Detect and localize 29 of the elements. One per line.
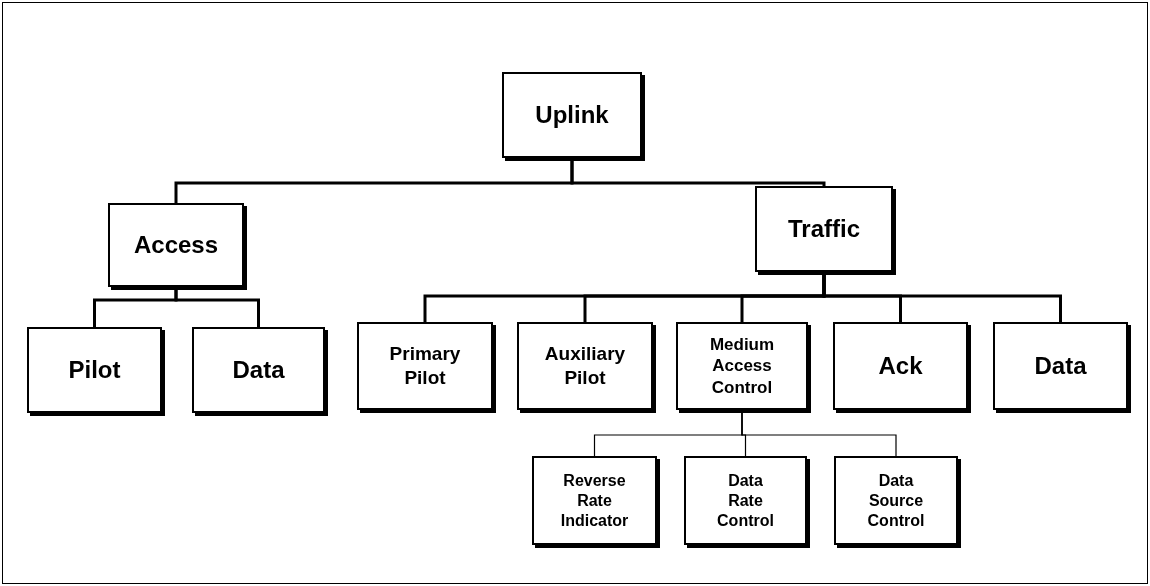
tree-box (833, 322, 968, 410)
box-label: Traffic (788, 214, 860, 244)
box-label: Primary Pilot (388, 342, 462, 390)
box-label: Pilot (68, 355, 121, 385)
tree-box (532, 456, 657, 545)
tree-box (755, 186, 893, 272)
box-label: Access (133, 230, 219, 260)
connector-line (570, 158, 826, 186)
tree-box (676, 322, 808, 410)
box-label: Medium Access Control (708, 334, 776, 398)
box-label: Uplink (535, 100, 609, 130)
tree-box (108, 203, 244, 287)
box-label: Reverse Rate Indicator (559, 470, 630, 531)
box-label: Data (232, 355, 285, 385)
box-label: Data (1034, 351, 1087, 381)
tree-box (684, 456, 807, 545)
tree-box (357, 322, 493, 410)
box-label: Data Source Control (866, 470, 926, 531)
connector-line (174, 287, 260, 327)
connector-line (822, 272, 1062, 322)
box-label: Data Rate Control (716, 470, 775, 531)
box-label: Ack (878, 351, 923, 381)
box-label: Auxiliary Pilot (543, 342, 627, 390)
tree-box (27, 327, 162, 413)
tree-box (517, 322, 653, 410)
tree-box (993, 322, 1128, 410)
tree-box (192, 327, 325, 413)
tree-box (834, 456, 958, 545)
tree-box (502, 72, 642, 158)
